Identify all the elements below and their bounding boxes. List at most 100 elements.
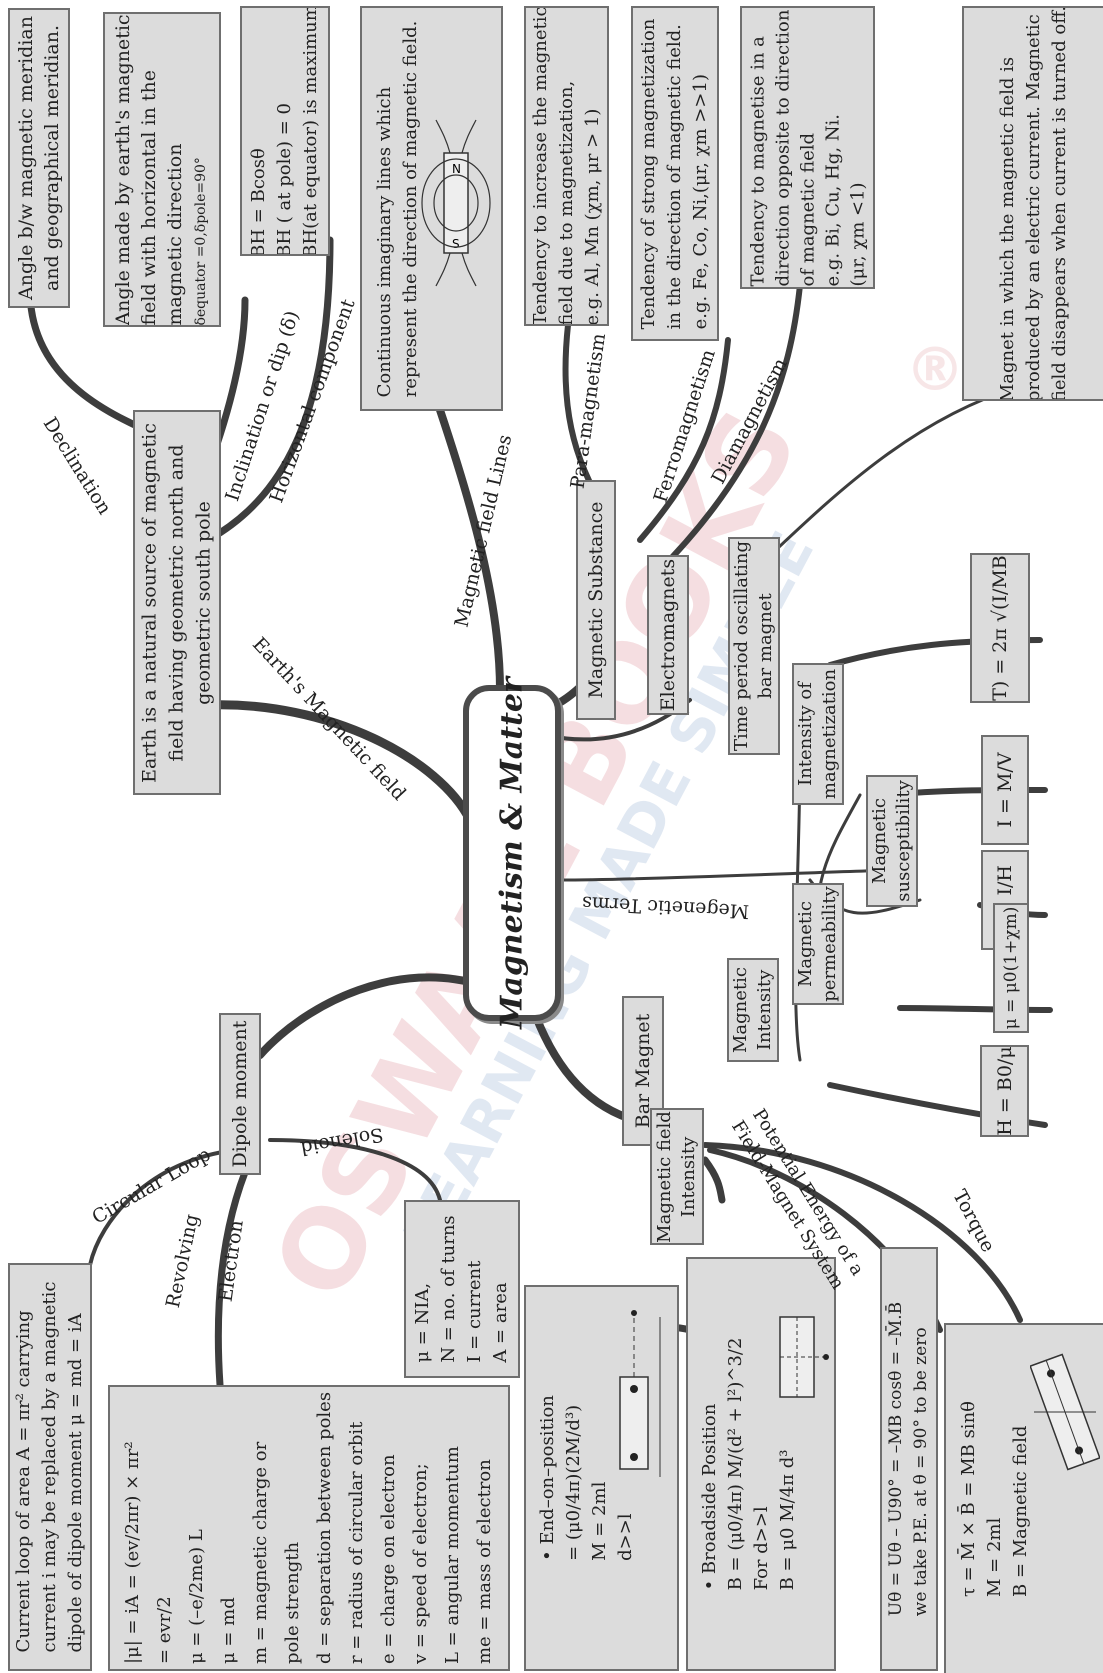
horizontal-box: BH = Bcosθ BH ( at pole) = 0 BH(at equat… [240, 6, 330, 256]
electron-line: e = charge on electron [378, 1454, 399, 1665]
dia-line: of magnetic field [797, 132, 818, 286]
declination-box: Angle b/w magnetic meridian and geograph… [8, 8, 70, 308]
field-intensity-line: Intensity [678, 1136, 699, 1217]
magnetic-intensity-line: Magnetic [730, 966, 751, 1054]
broadside-line: B = (μ0/4π) M/(d² + l²)^3/2 [725, 1337, 746, 1591]
svg-text:N: N [452, 162, 461, 176]
dia-line: direction opposite to direction [772, 9, 793, 286]
watermark-reg: ® [905, 335, 965, 405]
dip-line: magnetic direction [164, 143, 186, 326]
earth-line: Earth is a natural source of magnetic [138, 422, 161, 783]
bar-magnet-field-diagram: N S [416, 118, 496, 288]
para-line: field due to magnetization, [555, 80, 577, 326]
magnetic-intensity-formula: H = B0/μ [993, 1046, 1016, 1136]
electron-line: = evr/2 [154, 1596, 175, 1665]
field-intensity-line: Magnetic field [654, 1110, 675, 1243]
dia-box: Tendency to magnetise in a direction opp… [740, 6, 875, 289]
torque-box: τ = M̄ × B̄ = MB sinθ M = 2ml B = Magnet… [944, 1323, 1103, 1673]
permeability-formula-box: μ = μ0(1+χm) [993, 903, 1029, 1033]
torque-diagram [1029, 1337, 1101, 1491]
electron-line: r = radius of circular orbit [346, 1421, 367, 1665]
intensity-mag-formula: I = M/V [994, 752, 1016, 828]
intensity-magnetization-box: Intensity of magnetization [792, 663, 844, 805]
electromagnet-desc-box: Magnet in which the magnetic field is pr… [962, 6, 1103, 401]
electron-line: m = magnetic charge or [250, 1441, 271, 1665]
field-lines-box: Continuous imaginary lines which represe… [360, 6, 503, 411]
solenoid-line: I = current [464, 1260, 485, 1363]
broadside-diagram [776, 1267, 832, 1441]
magnetic-substance-box: Magnetic Substance [576, 480, 616, 720]
electromagnet-line: field disappears when current is turned … [1048, 6, 1070, 401]
dip-line: field with horizontal in the [138, 69, 160, 326]
electron-line: v = speed of electron; [410, 1463, 431, 1665]
pe-line: Uθ = Uθ – U90° = –MB cosθ = –M̄.B̄ [886, 1301, 906, 1617]
ferro-line: e.g. Fe, Co, Ni,(μr, χm >>1) [690, 73, 711, 329]
magnetic-intensity-formula-box: H = B0/μ [980, 1045, 1029, 1137]
solenoid-line: μ = NIA, [412, 1282, 433, 1363]
time-period-formula: (T) = 2π √(I/MB) [989, 553, 1011, 703]
electron-line: |μ| = iA = (ev/2πr) × πr² [122, 1441, 143, 1665]
broadside-line: • Broadside Position [699, 1403, 720, 1591]
circular-loop-line: dipole of dipole moment μ = md = iA [65, 1313, 86, 1653]
electromagnet-line: Magnet in which the magnetic field is [996, 56, 1018, 401]
permeability-box: Magnetic permeability [792, 883, 844, 1005]
end-on-box: • End–on–position = (μ0/4π)(2M/d³) M = 2… [524, 1285, 679, 1671]
dipole-moment-box: Dipole moment [219, 1013, 261, 1175]
magnetic-substance-label: Magnetic Substance [585, 501, 607, 699]
time-period-line: Time period oscillating [731, 540, 752, 752]
dip-formula: δequator =0,δpole=90° [193, 156, 209, 326]
dip-line: Angle made by earth's magnetic [112, 13, 134, 326]
electromagnet-line: produced by an electric current. Magneti… [1022, 13, 1044, 401]
torque-line: M = 2ml [983, 1517, 1005, 1597]
main-title: Magnetism & Matter [494, 677, 530, 1029]
circular-loop-line: Current loop of area A = πr² carrying [13, 1310, 34, 1653]
pe-line: we take P.E. at θ = 90° to be zero [911, 1327, 931, 1617]
ferro-line: Tendency of strong magnetization [638, 18, 659, 329]
permeability-formula: μ = μ0(1+χm) [1001, 906, 1021, 1030]
intensity-mag-line: Intensity of [795, 682, 816, 786]
time-period-line: bar magnet [755, 593, 776, 699]
earth-line: geometric south pole [192, 500, 215, 705]
earth-line: field having geometric north and [165, 444, 188, 761]
title-box: Magnetism & Matter [463, 677, 561, 1029]
dia-line: (μr, χm <1) [847, 181, 868, 286]
intensity-mag-line: magnetization [819, 668, 840, 800]
para-box: Tendency to increase the magnetic field … [524, 6, 609, 326]
electron-line: μ = md [218, 1597, 239, 1665]
earth-box: Earth is a natural source of magnetic fi… [133, 410, 221, 795]
electron-line: L = angular momentum [442, 1446, 463, 1665]
dia-line: Tendency to magnetise in a [747, 35, 768, 286]
para-line: Tendency to increase the magnetic [529, 6, 551, 326]
magnetic-intensity-line: Intensity [754, 969, 775, 1051]
susceptibility-line: susceptibility [893, 780, 914, 902]
electron-line: pole strength [282, 1541, 303, 1665]
magnetic-intensity-box: Magnetic Intensity [727, 958, 779, 1062]
ferro-box: Tendency of strong magnetization in the … [631, 6, 719, 341]
solenoid-line: A = area [490, 1282, 511, 1363]
dia-line: e.g. Bi, Cu, Hg, Ni. [822, 113, 843, 286]
end-on-line: • End–on–position [537, 1395, 558, 1561]
dipole-moment-label: Dipole moment [229, 1020, 251, 1168]
electromagnets-box: Electromagnets [647, 555, 689, 715]
end-on-line: = (μ0/4π)(2M/d³) [563, 1404, 584, 1561]
susceptibility-box: Magnetic susceptibility [866, 775, 918, 907]
broadside-line: For d>>l [751, 1506, 772, 1591]
end-on-diagram [610, 1297, 670, 1491]
declination-line: Angle b/w magnetic meridian [15, 16, 37, 300]
solenoid-box: μ = NIA, N = no. of turns I = current A … [404, 1200, 520, 1378]
circular-loop-line: current i may be replaced by a magnetic [39, 1281, 60, 1653]
electron-line: me = mass of electron [474, 1459, 495, 1665]
permeability-line: permeability [819, 886, 840, 1002]
susceptibility-line: Magnetic [869, 797, 890, 885]
time-period-box: Time period oscillating bar magnet [728, 537, 780, 755]
ferro-line: in the direction of magnetic field. [664, 23, 685, 329]
para-line: e.g. Al, Mn (χm, μr > 1) [581, 108, 603, 326]
electromagnets-label: Electromagnets [657, 558, 679, 712]
solenoid-line: N = no. of turns [438, 1215, 459, 1363]
horizontal-line: BH = Bcosθ [248, 148, 269, 256]
electron-box: |μ| = iA = (ev/2πr) × πr² = evr/2 μ = (–… [108, 1385, 510, 1671]
horizontal-line: BH ( at pole) = 0 [274, 103, 295, 256]
electron-line: μ = (–e/2me) L [186, 1529, 207, 1665]
circular-loop-box: Current loop of area A = πr² carrying cu… [8, 1263, 92, 1671]
pe-box: Uθ = Uθ – U90° = –MB cosθ = –M̄.B̄ we ta… [880, 1247, 938, 1671]
